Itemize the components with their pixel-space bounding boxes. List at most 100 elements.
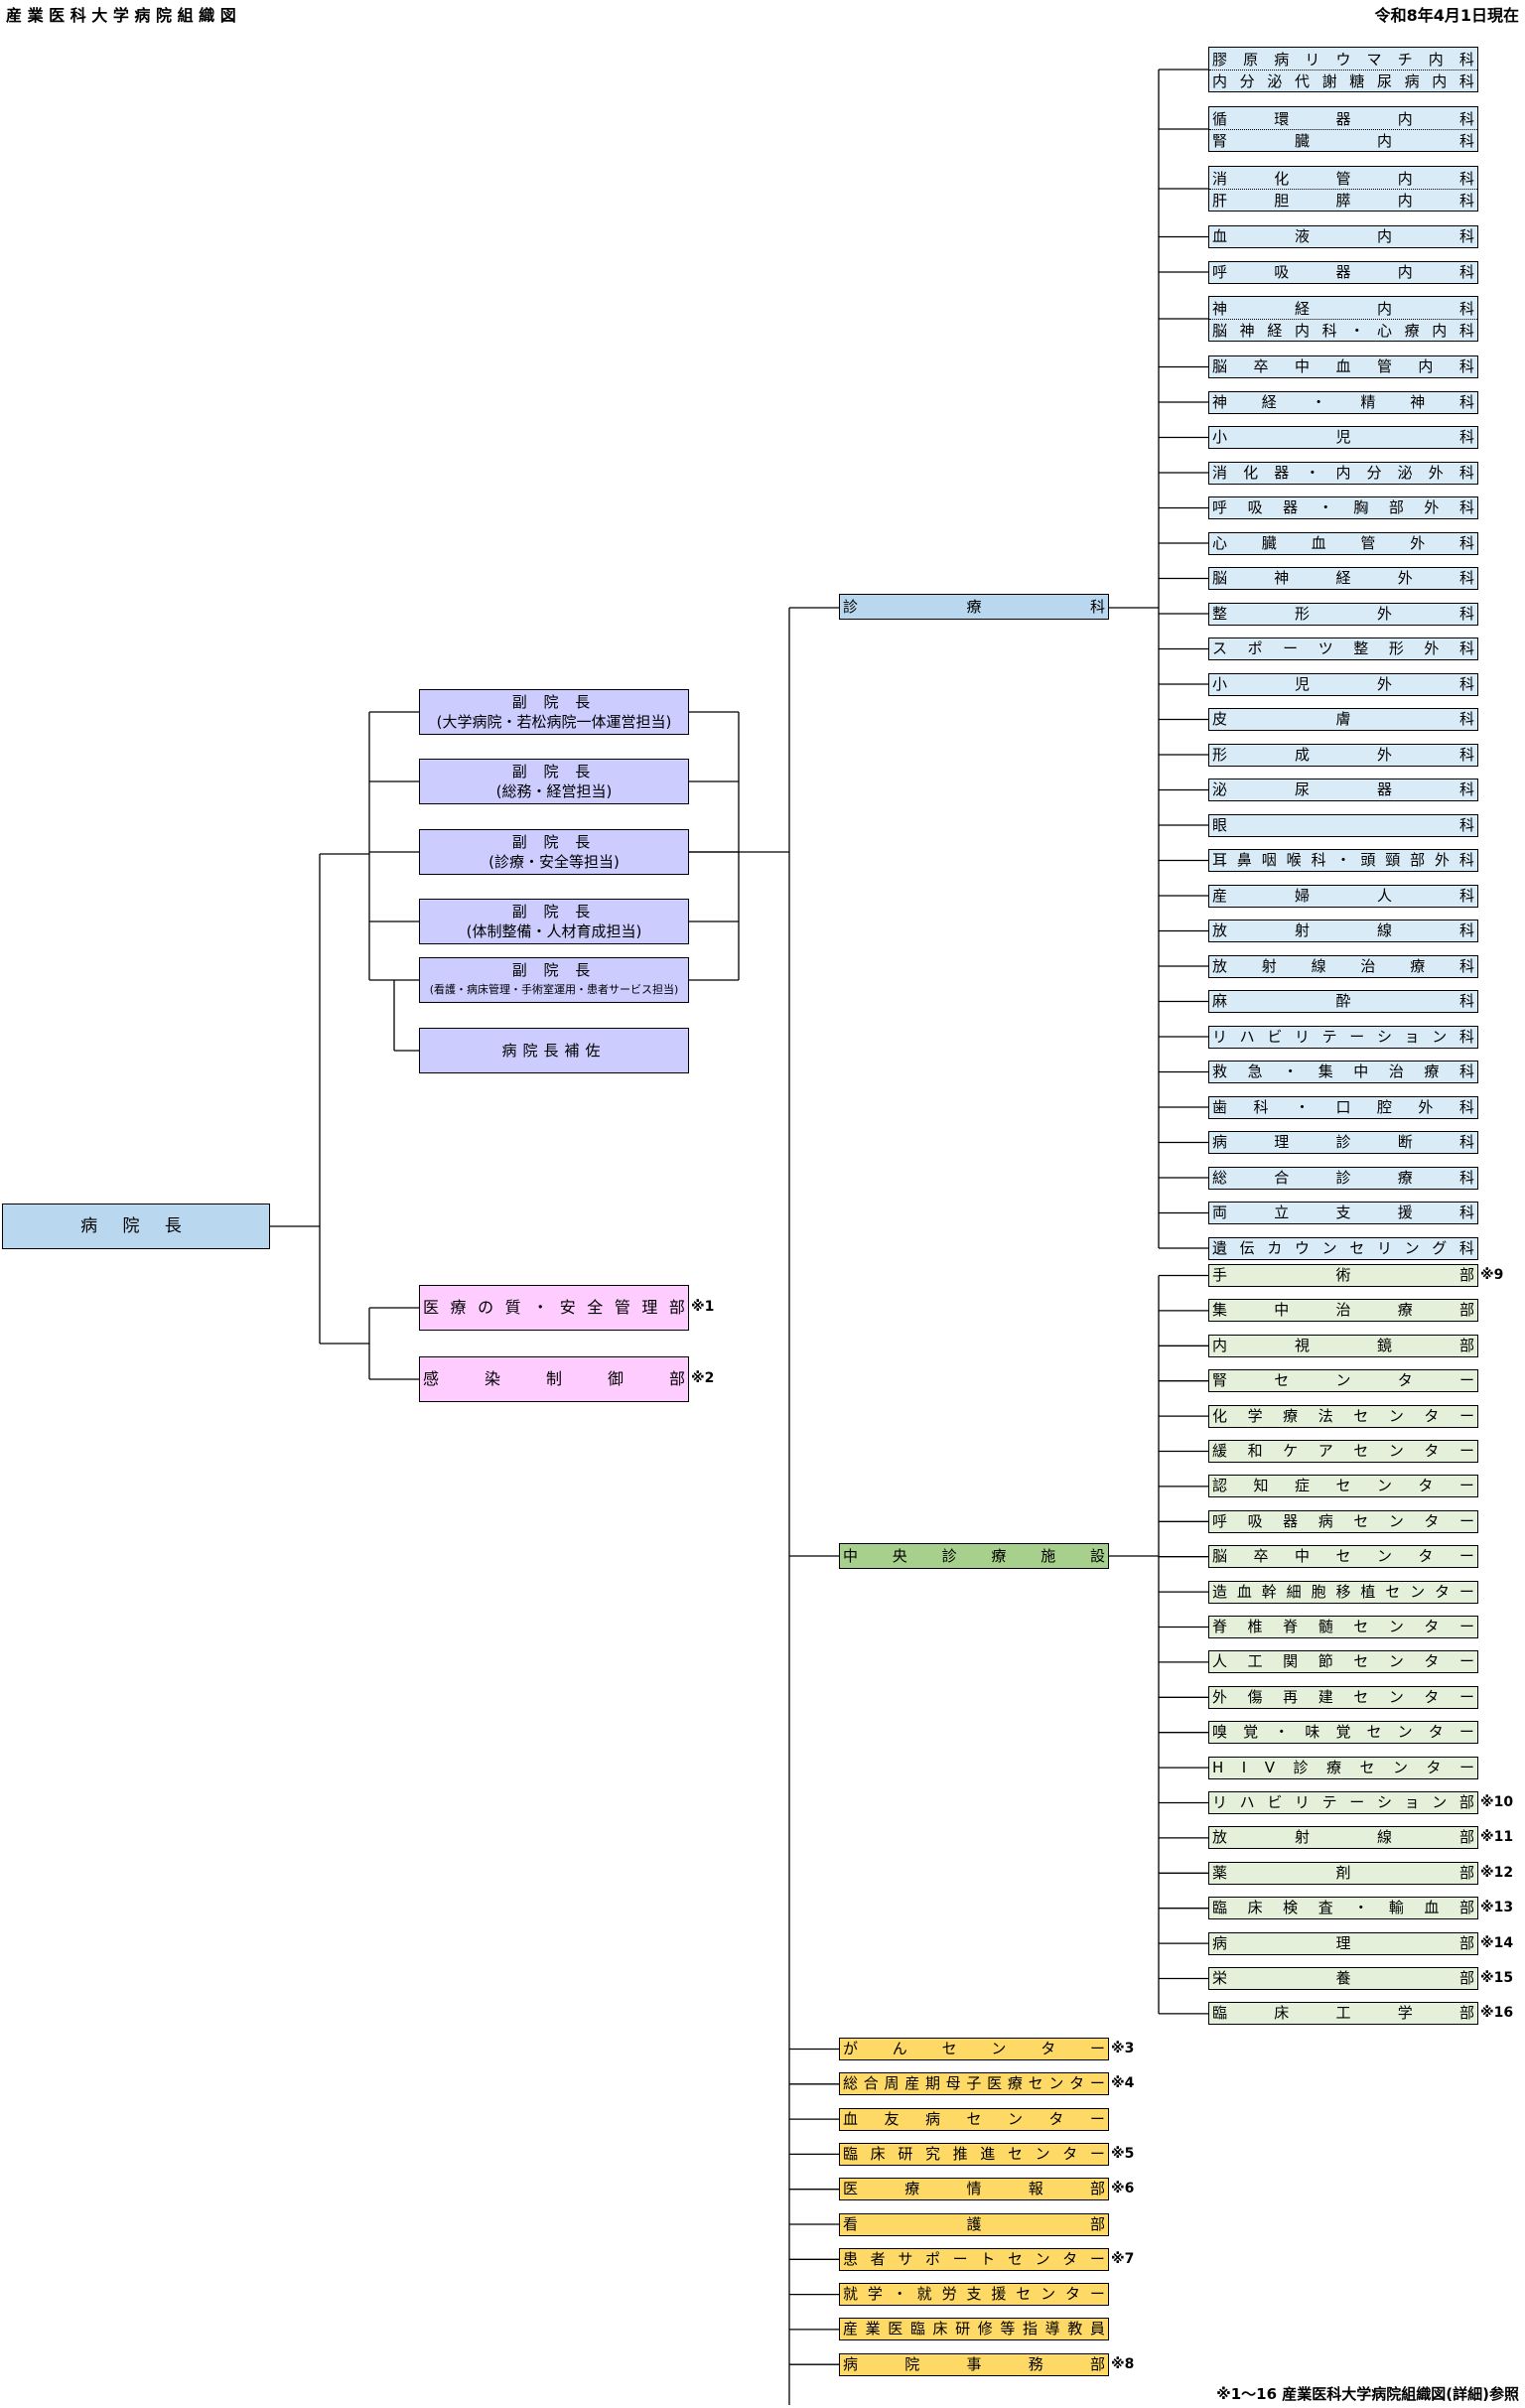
clinical-dept-item: 心臓血管外科 bbox=[1208, 531, 1478, 555]
vice-director-title: 副 院 長 bbox=[511, 903, 597, 921]
footnote-ref: ※1 bbox=[691, 1299, 715, 1315]
clinical-dept-item: 遺伝カウンセリング科 bbox=[1208, 1236, 1478, 1260]
footer-note: ※1～16 産業医科大学病院組織図(詳細)参照 bbox=[1216, 2385, 1519, 2403]
hospital-unit-item: 臨床研究推進センター bbox=[839, 2142, 1109, 2166]
footnote-ref: ※16 bbox=[1480, 2005, 1514, 2022]
clinical-dept-item: 肝胆膵内科 bbox=[1212, 191, 1474, 210]
director-assistant-label: 病院長補佐 bbox=[501, 1041, 607, 1060]
footnote-ref: ※14 bbox=[1480, 1934, 1514, 1951]
hospital-unit-item: 病院事務部 bbox=[839, 2352, 1109, 2376]
central-facility-item: 造血幹細胞移植センター bbox=[1208, 1580, 1478, 1604]
management-unit-box: 感染制御部 bbox=[419, 1356, 689, 1402]
clinical-dept-item: 泌尿器科 bbox=[1208, 779, 1478, 801]
clinical-dept-item: 神経・精神科 bbox=[1208, 390, 1478, 414]
clinical-dept-item: 脳卒中血管内科 bbox=[1208, 355, 1478, 378]
central-facility-head: 中央診療施設 bbox=[839, 1543, 1109, 1569]
hospital-unit-item: 患者サポートセンター bbox=[839, 2247, 1109, 2271]
clinical-dept-item: 呼吸器内科 bbox=[1208, 260, 1478, 284]
clinical-dept-item: 眼科 bbox=[1208, 813, 1478, 837]
central-facility-item: 脳卒中センター bbox=[1208, 1545, 1478, 1569]
vice-director-title: 副 院 長 bbox=[511, 961, 597, 979]
footnote-ref: ※10 bbox=[1480, 1794, 1514, 1810]
central-facility-item: 放射線部 bbox=[1208, 1826, 1478, 1850]
hospital-director-label: 病 院 長 bbox=[80, 1215, 192, 1236]
clinical-dept-item: 歯科・口腔外科 bbox=[1208, 1095, 1478, 1119]
clinical-dept-item: 救急・集中治療科 bbox=[1208, 1061, 1478, 1083]
clinical-dept-item: 脳神経内科・心療内科 bbox=[1212, 321, 1474, 340]
footnote-ref: ※5 bbox=[1111, 2145, 1135, 2162]
clinical-dept-head: 診療科 bbox=[839, 594, 1109, 620]
central-facility-item: 化学療法センター bbox=[1208, 1404, 1478, 1428]
footnote-ref: ※8 bbox=[1111, 2355, 1135, 2372]
footnote-ref: ※6 bbox=[1111, 2181, 1135, 2197]
central-facility-item: 集中治療部 bbox=[1208, 1299, 1478, 1323]
vice-director-duty: (総務・経営担当) bbox=[495, 782, 613, 800]
hospital-unit-item: 総合周産期母子医療センター bbox=[839, 2072, 1109, 2096]
central-facility-item: 腎センター bbox=[1208, 1369, 1478, 1393]
clinical-dept-item: 消化器・内分泌外科 bbox=[1208, 461, 1478, 485]
clinical-dept-item: 両立支援科 bbox=[1208, 1202, 1478, 1224]
clinical-dept-item: 放射線治療科 bbox=[1208, 954, 1478, 978]
as-of-date: 令和8年4月1日現在 bbox=[1374, 6, 1519, 25]
clinical-dept-item: 血液内科 bbox=[1208, 225, 1478, 248]
vice-director-duty: (診療・安全等担当) bbox=[488, 853, 620, 871]
director-assistant-box: 病院長補佐 bbox=[419, 1028, 689, 1073]
central-facility-item: 呼吸器病センター bbox=[1208, 1509, 1478, 1533]
central-facility-item: 臨床検査・輸血部 bbox=[1208, 1897, 1478, 1920]
central-facility-item: 内視鏡部 bbox=[1208, 1334, 1478, 1357]
clinical-dept-item: 麻酔科 bbox=[1208, 990, 1478, 1013]
clinical-dept-item: 小児外科 bbox=[1208, 672, 1478, 696]
vice-director-title: 副 院 長 bbox=[511, 833, 597, 851]
separator bbox=[1209, 70, 1477, 71]
clinical-dept-item: 脳神経外科 bbox=[1208, 567, 1478, 590]
clinical-dept-item: 形成外科 bbox=[1208, 743, 1478, 767]
footnote-ref: ※7 bbox=[1111, 2250, 1135, 2267]
hospital-unit-item: がんセンター bbox=[839, 2038, 1109, 2060]
footnote-ref: ※15 bbox=[1480, 1970, 1514, 1986]
central-facility-item: 栄養部 bbox=[1208, 1967, 1478, 1990]
clinical-dept-item: 膠原病リウマチ内科 bbox=[1212, 50, 1474, 69]
clinical-dept-item: 腎臓内科 bbox=[1212, 131, 1474, 150]
clinical-dept-item: スポーツ整形外科 bbox=[1208, 637, 1478, 660]
clinical-dept-item: 呼吸器・胸部外科 bbox=[1208, 496, 1478, 519]
clinical-dept-item: 消化管内科 bbox=[1212, 169, 1474, 188]
clinical-dept-pair: 神経内科脳神経内科・心療内科 bbox=[1208, 296, 1478, 342]
central-facility-item: 外傷再建センター bbox=[1208, 1685, 1478, 1709]
clinical-dept-item: 神経内科 bbox=[1212, 299, 1474, 318]
clinical-dept-item: リハビリテーション科 bbox=[1208, 1025, 1478, 1049]
clinical-dept-pair: 膠原病リウマチ内科内分泌代謝糖尿病内科 bbox=[1208, 47, 1478, 92]
hospital-unit-item: 医療情報部 bbox=[839, 2178, 1109, 2201]
clinical-dept-item: 病理診断科 bbox=[1208, 1131, 1478, 1154]
vice-director-box: 副 院 長(体制整備・人材育成担当) bbox=[419, 899, 689, 944]
vice-director-duty: (看護・病床管理・手術室運用・患者サービス担当) bbox=[429, 983, 679, 996]
hospital-unit-item: 産業医臨床研修等指導教員 bbox=[839, 2318, 1109, 2341]
hospital-unit-item: 看護部 bbox=[839, 2212, 1109, 2236]
clinical-dept-pair: 循環器内科腎臓内科 bbox=[1208, 106, 1478, 152]
central-facility-item: リハビリテーション部 bbox=[1208, 1791, 1478, 1814]
clinical-dept-item: 放射線科 bbox=[1208, 920, 1478, 942]
vice-director-duty: (大学病院・若松病院一体運営担当) bbox=[436, 713, 672, 731]
central-facility-item: 手術部 bbox=[1208, 1264, 1478, 1287]
hospital-director-box: 病 院 長 bbox=[2, 1204, 270, 1249]
clinical-dept-item: 産婦人科 bbox=[1208, 884, 1478, 908]
clinical-dept-pair: 消化管内科肝胆膵内科 bbox=[1208, 166, 1478, 212]
central-facility-item: 認知症センター bbox=[1208, 1475, 1478, 1498]
central-facility-item: 嗅覚・味覚センター bbox=[1208, 1721, 1478, 1745]
clinical-dept-item: 総合診療科 bbox=[1208, 1166, 1478, 1190]
clinical-dept-item: 整形外科 bbox=[1208, 602, 1478, 626]
separator bbox=[1209, 129, 1477, 130]
vice-director-title: 副 院 長 bbox=[511, 763, 597, 780]
vice-director-box: 副 院 長 (総務・経営担当) bbox=[419, 759, 689, 804]
clinical-dept-item: 耳鼻咽喉科・頭頸部外科 bbox=[1208, 849, 1478, 872]
footnote-ref: ※11 bbox=[1480, 1829, 1514, 1846]
vice-director-box: 副 院 長 (看護・病床管理・手術室運用・患者サービス担当) bbox=[419, 957, 689, 1003]
vice-director-box: 副 院 長(大学病院・若松病院一体運営担当) bbox=[419, 689, 689, 735]
central-facility-item: 人工関節センター bbox=[1208, 1650, 1478, 1674]
central-facility-item: 脊椎脊髄センター bbox=[1208, 1616, 1478, 1638]
separator bbox=[1209, 319, 1477, 320]
central-facility-item: 病理部 bbox=[1208, 1931, 1478, 1955]
management-unit-box: 医療の質・安全管理部 bbox=[419, 1285, 689, 1331]
hospital-unit-item: 就学・就労支援センター bbox=[839, 2283, 1109, 2307]
